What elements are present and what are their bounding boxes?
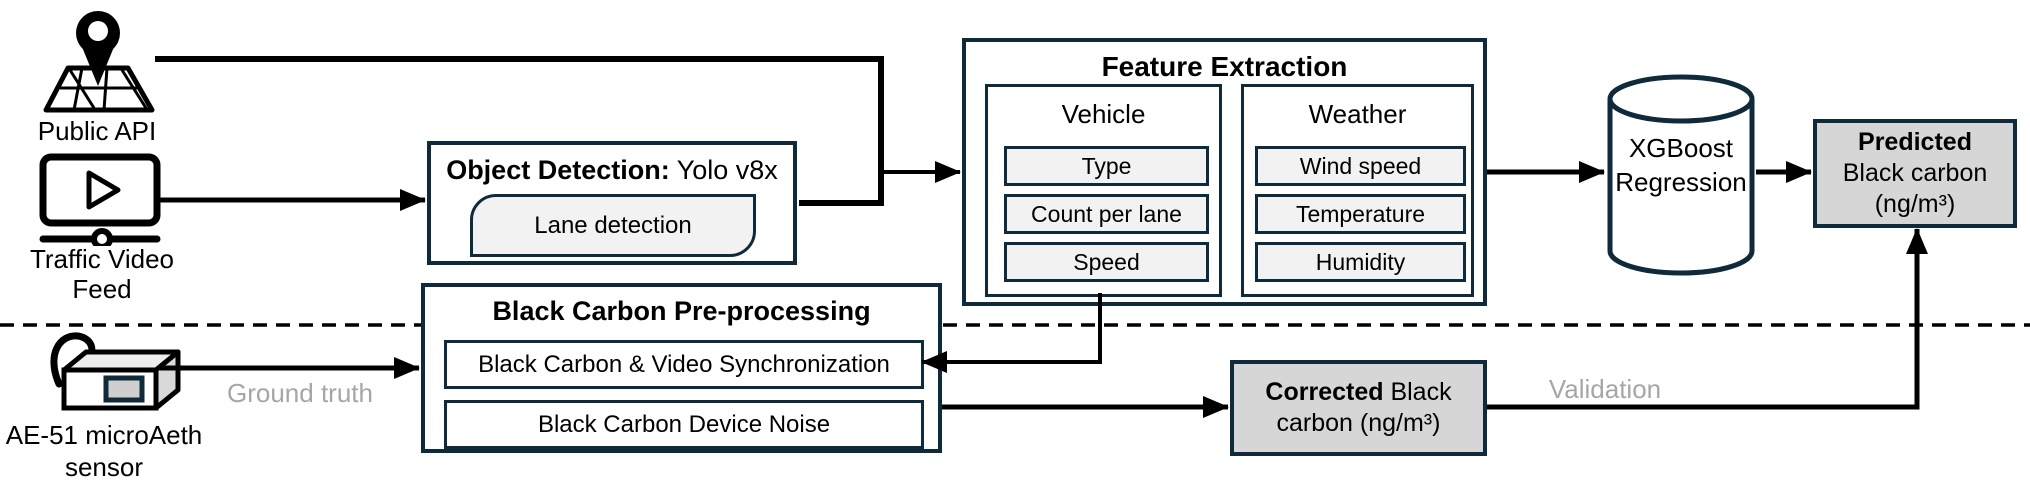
device-noise-step-box: Black Carbon Device Noise [444, 400, 924, 449]
feature-chip-humidity: Humidity [1255, 242, 1466, 282]
feature-chip-wind-speed: Wind speed [1255, 146, 1466, 186]
predicted-box: Predicted Black carbon (ng/m³) [1813, 119, 2017, 228]
preprocessing-box: Black Carbon Pre-processing Black Carbon… [421, 283, 942, 453]
corrected-line1: Corrected Black [1265, 377, 1451, 408]
ground-truth-label: Ground truth [227, 378, 373, 408]
feature-extraction-title: Feature Extraction [1101, 51, 1348, 82]
corrected-line2: carbon (ng/m³) [1276, 409, 1441, 437]
feature-chip-count-per-lane: Count per lane [1004, 194, 1209, 234]
validation-label: Validation [1548, 374, 1662, 404]
predicted-line3: (ng/m³) [1874, 190, 1956, 218]
model-label-line2: Regression [1615, 167, 1747, 197]
traffic-video-label: Traffic Video Feed [29, 244, 175, 304]
predicted-line1: Predicted [1858, 128, 1972, 156]
vehicle-group-title: Vehicle [1061, 99, 1146, 129]
feature-chip-type: Type [1004, 146, 1209, 186]
predicted-line2: Black carbon [1842, 159, 1988, 187]
feature-chip-temperature: Temperature [1255, 194, 1466, 234]
feature-extraction-box: Feature Extraction Vehicle Type Count pe… [962, 38, 1487, 306]
vehicle-group: Vehicle Type Count per lane Speed [985, 84, 1222, 297]
object-detection-title-regular: Yolo v8x [669, 155, 778, 185]
object-detection-title: Object Detection: Yolo v8x [431, 155, 793, 186]
corrected-box: Corrected Black carbon (ng/m³) [1230, 360, 1487, 456]
feature-chip-speed: Speed [1004, 242, 1209, 282]
corrected-line1-bold: Corrected [1265, 378, 1384, 406]
weather-group-title: Weather [1308, 99, 1407, 129]
sensor-label-line2: sensor [64, 452, 144, 482]
lane-detection-chip: Lane detection [470, 194, 756, 257]
sync-step-box: Black Carbon & Video Synchronization [444, 340, 924, 389]
object-detection-title-bold: Object Detection: [446, 155, 670, 185]
corrected-line1-regular: Black [1383, 378, 1452, 406]
object-detection-box: Object Detection: Yolo v8x Lane detectio… [427, 141, 797, 265]
public-api-label: Public API [37, 116, 157, 146]
model-label-line1: XGBoost [1628, 133, 1734, 163]
sensor-label-line1: AE-51 microAeth [5, 420, 203, 450]
model-label: XGBoost Regression [1606, 131, 1756, 199]
preprocessing-title: Black Carbon Pre-processing [492, 296, 871, 326]
video-player-icon [39, 153, 161, 246]
weather-group: Weather Wind speed Temperature Humidity [1241, 84, 1474, 297]
aethalometer-device-icon [50, 332, 181, 411]
map-pin-icon [43, 11, 155, 113]
